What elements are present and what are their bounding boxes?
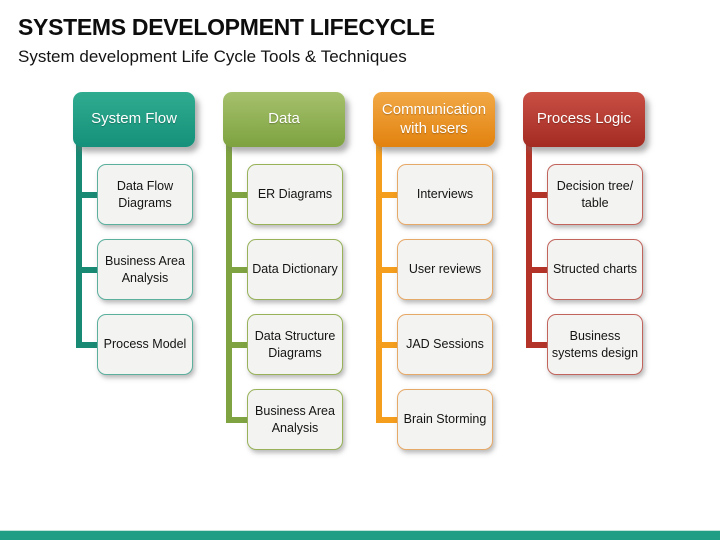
category-label: Communication with users (381, 100, 487, 137)
tool-item: Structed charts (547, 239, 643, 300)
tool-item-label: Structed charts (552, 262, 638, 277)
column-process-logic: Process Logic Decision tree/ table Struc… (523, 92, 673, 512)
category-header-communication-with-users: Communication with users (373, 92, 495, 147)
connector-stub (376, 417, 399, 423)
column-data: Data ER Diagrams Data Dictionary Data St… (223, 92, 373, 512)
tool-item: Business Area Analysis (97, 239, 193, 300)
tool-item: User reviews (397, 239, 493, 300)
connector-stub (226, 417, 249, 423)
column-system-flow: System Flow Data Flow Diagrams Business … (73, 92, 223, 512)
tool-item-label: Process Model (103, 337, 187, 352)
tool-item-label: Business Area Analysis (255, 404, 335, 435)
column-communication-with-users: Communication with users Interviews User… (373, 92, 523, 512)
category-label: Data (268, 110, 300, 128)
tool-item-label: Interviews (416, 187, 474, 202)
tool-item: Data Structure Diagrams (247, 314, 343, 375)
tool-item: Business systems design (547, 314, 643, 375)
page-subtitle: System development Life Cycle Tools & Te… (18, 47, 407, 66)
tool-item-label: Decision tree/ table (556, 179, 634, 210)
connector-stub (76, 342, 99, 348)
tool-item: Business Area Analysis (247, 389, 343, 450)
tool-item-label: Data Structure Diagrams (254, 329, 336, 360)
tool-item-label: Business systems design (551, 329, 639, 360)
tool-item: Data Flow Diagrams (97, 164, 193, 225)
footer-bar (0, 530, 720, 540)
connector-stub (226, 267, 249, 273)
category-label: System Flow (91, 110, 177, 128)
connector-stub (376, 192, 399, 198)
tool-item-label: Brain Storming (403, 412, 487, 427)
page-title: SYSTEMS DEVELOPMENT LIFECYCLE (18, 14, 435, 40)
connector-stub (526, 342, 549, 348)
tool-item-label: JAD Sessions (406, 337, 484, 352)
connector-stub (376, 267, 399, 273)
tool-item-label: ER Diagrams (257, 187, 333, 202)
tool-item-label: Data Dictionary (252, 262, 338, 277)
tool-item-label: Data Flow Diagrams (116, 179, 174, 210)
tool-item: Process Model (97, 314, 193, 375)
tool-item: Interviews (397, 164, 493, 225)
tool-item: JAD Sessions (397, 314, 493, 375)
tool-item-label: Business Area Analysis (105, 254, 185, 285)
connector-line (76, 142, 82, 348)
connector-stub (376, 342, 399, 348)
tool-item-label: User reviews (408, 262, 482, 277)
category-label: Process Logic (536, 110, 632, 128)
tool-item: Data Dictionary (247, 239, 343, 300)
connector-stub (226, 192, 249, 198)
tool-item: Brain Storming (397, 389, 493, 450)
connector-stub (226, 342, 249, 348)
tool-item: ER Diagrams (247, 164, 343, 225)
connector-stub (76, 267, 99, 273)
connector-stub (526, 267, 549, 273)
category-header-data: Data (223, 92, 345, 147)
connector-stub (526, 192, 549, 198)
tool-item: Decision tree/ table (547, 164, 643, 225)
connector-stub (76, 192, 99, 198)
category-header-process-logic: Process Logic (523, 92, 645, 147)
connector-line (376, 142, 382, 423)
connector-line (226, 142, 232, 423)
category-header-system-flow: System Flow (73, 92, 195, 147)
connector-line (526, 142, 532, 348)
